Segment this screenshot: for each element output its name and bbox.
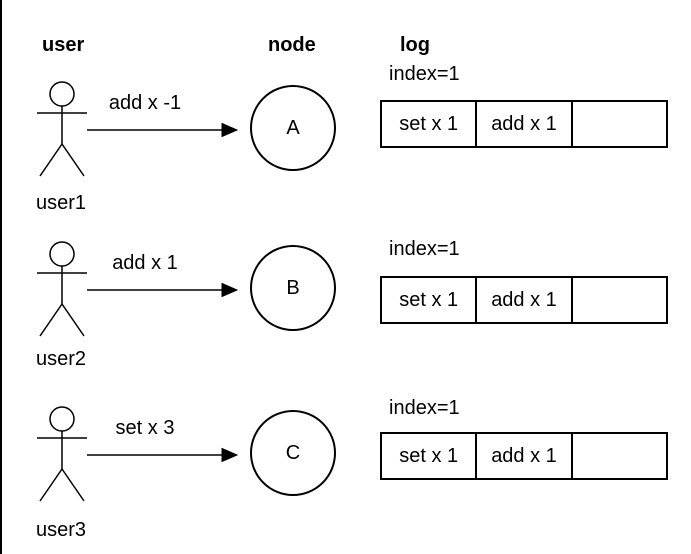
column-header-node: node bbox=[268, 34, 316, 56]
log-table: set x 1 add x 1 bbox=[380, 432, 668, 480]
log-cell: set x 1 bbox=[382, 102, 478, 146]
log-cell: add x 1 bbox=[477, 102, 573, 146]
actor-figure-icon bbox=[37, 241, 87, 337]
user-label: user2 bbox=[36, 348, 87, 370]
node-label: C bbox=[285, 441, 301, 464]
arrowhead bbox=[221, 282, 239, 298]
log-index-label: index=1 bbox=[389, 63, 460, 85]
log-index-label: index=1 bbox=[389, 397, 460, 419]
message-label: add x 1 bbox=[112, 252, 178, 274]
actor-figure-icon bbox=[37, 81, 87, 177]
node-label: A bbox=[286, 116, 300, 139]
log-cell: add x 1 bbox=[477, 278, 573, 322]
column-header-log: log bbox=[400, 34, 430, 56]
actor-head bbox=[49, 406, 75, 432]
log-cell-empty bbox=[573, 102, 666, 146]
arrowhead bbox=[221, 122, 239, 138]
arrowhead bbox=[221, 447, 239, 463]
log-index-label: index=1 bbox=[389, 238, 460, 260]
log-cell: add x 1 bbox=[477, 434, 573, 478]
message-arrow-icon bbox=[87, 447, 239, 463]
message-arrow-icon bbox=[87, 122, 239, 138]
actor-head bbox=[49, 241, 75, 267]
node-circle: C bbox=[250, 410, 336, 496]
interaction-row-2: user2 add x 1 B index=1 set x 1 add x 1 bbox=[0, 160, 691, 390]
node-circle: B bbox=[250, 245, 336, 331]
actor-figure-icon bbox=[37, 406, 87, 502]
log-table: set x 1 add x 1 bbox=[380, 276, 668, 324]
node-label: B bbox=[286, 276, 300, 299]
log-table: set x 1 add x 1 bbox=[380, 100, 668, 148]
log-cell-empty bbox=[573, 434, 666, 478]
frame-left-border bbox=[0, 0, 2, 554]
message-label: set x 3 bbox=[115, 417, 175, 439]
node-circle: A bbox=[250, 85, 336, 171]
actor-head bbox=[49, 81, 75, 107]
interaction-row-1: user1 add x -1 A index=1 set x 1 add x 1 bbox=[0, 0, 691, 230]
message-label: add x -1 bbox=[108, 92, 182, 114]
log-cell-empty bbox=[573, 278, 666, 322]
column-header-user: user bbox=[42, 34, 85, 56]
log-cell: set x 1 bbox=[382, 434, 478, 478]
user-label: user1 bbox=[36, 192, 87, 214]
interaction-row-3: user3 set x 3 C index=1 set x 1 add x 1 bbox=[0, 325, 691, 554]
message-arrow-icon bbox=[87, 282, 239, 298]
log-cell: set x 1 bbox=[382, 278, 478, 322]
user-label: user3 bbox=[36, 519, 87, 541]
